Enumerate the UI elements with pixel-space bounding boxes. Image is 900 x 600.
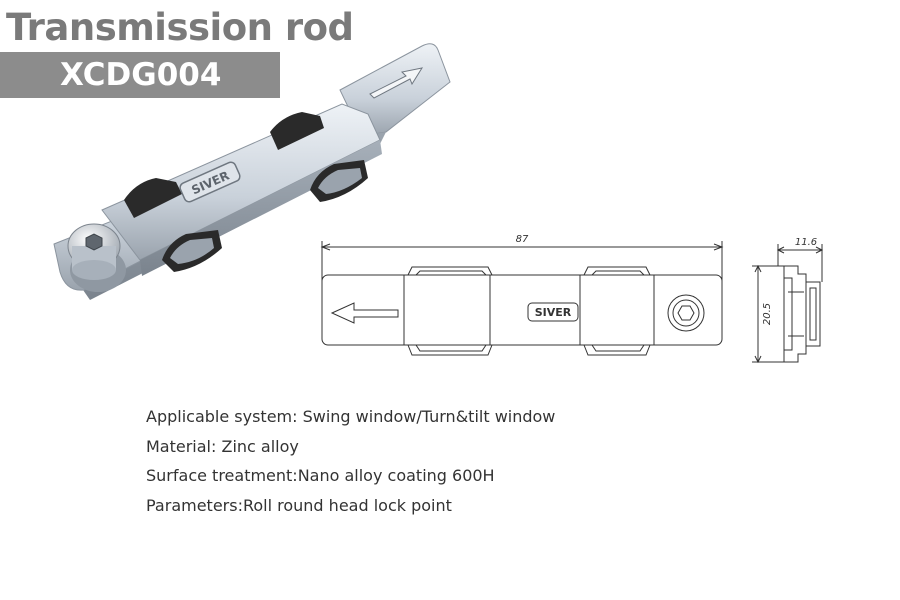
page-title: Transmission rod: [6, 6, 354, 49]
roller-back-left: [124, 178, 182, 218]
front-view-drawing: 87 SIVER: [320, 234, 724, 356]
arrow-icon: [369, 67, 424, 99]
lock-point-screw: [667, 294, 705, 332]
direction-arrow-icon: [330, 302, 399, 324]
model-banner: XCDG004: [0, 52, 280, 98]
spec-applicable-system: Applicable system: Swing window/Turn&til…: [146, 407, 556, 426]
logo-badge: [527, 302, 579, 322]
side-view-drawing: 11.6 20.5: [752, 237, 824, 364]
rod-tab: [339, 43, 451, 137]
spec-list: Applicable system: Swing window/Turn&til…: [146, 402, 555, 520]
length-label: 87: [516, 234, 529, 245]
spec-parameters: Parameters:Roll round head lock point: [146, 495, 452, 515]
height-label: 20.5: [762, 303, 773, 325]
spec-material: Material: Zinc alloy: [146, 436, 299, 456]
lock-point-screw: [67, 223, 126, 292]
logo-text: SIVER: [535, 306, 572, 319]
spec-surface-treatment: Surface treatment:Nano alloy coating 600…: [146, 466, 495, 485]
model-code: XCDG004: [60, 57, 222, 93]
thickness-label: 11.6: [795, 237, 817, 248]
rod-outline: [321, 274, 723, 346]
hex-socket-icon: [85, 233, 103, 251]
hex-socket-icon: [677, 305, 695, 321]
product-photo: SIVER: [53, 43, 451, 300]
roller-back-right: [270, 112, 324, 150]
